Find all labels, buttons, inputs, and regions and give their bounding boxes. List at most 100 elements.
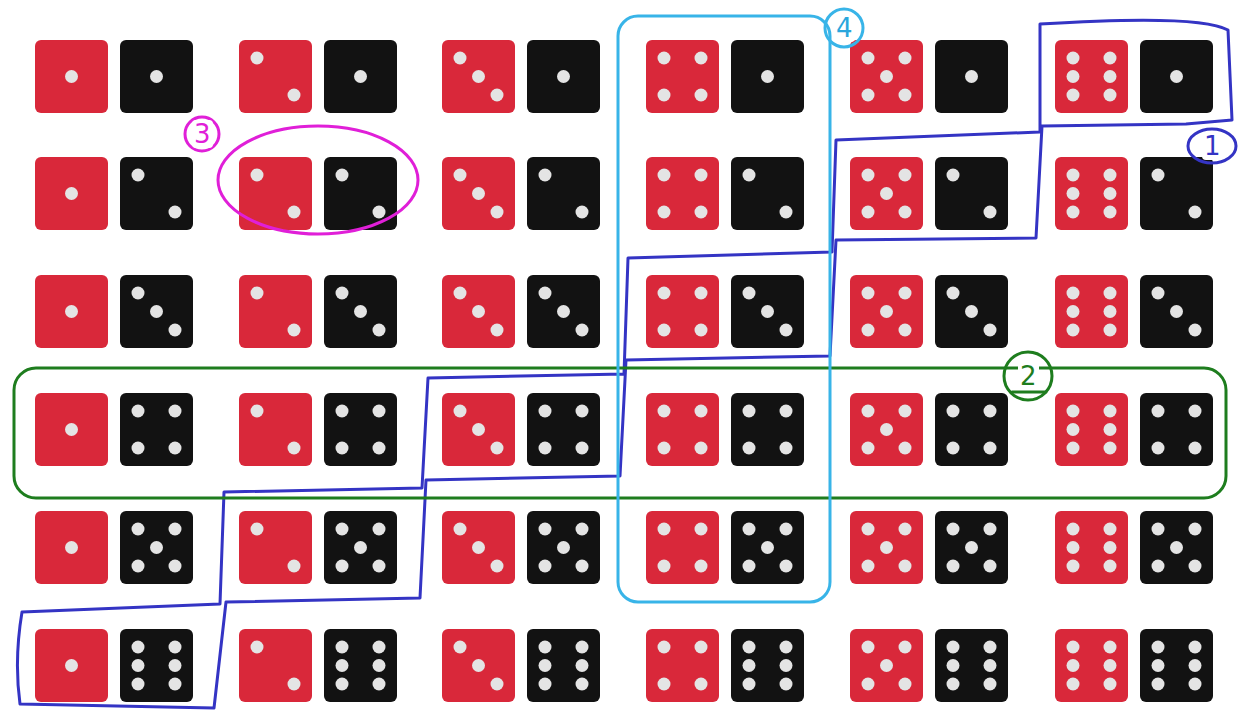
die-pip bbox=[132, 169, 145, 182]
black-die bbox=[935, 40, 1008, 113]
die-pip bbox=[169, 206, 182, 219]
die-pip bbox=[695, 641, 708, 654]
die-pip bbox=[780, 324, 793, 337]
die-pip bbox=[251, 405, 264, 418]
die-pip bbox=[984, 641, 997, 654]
die-pip bbox=[472, 187, 485, 200]
die-pip bbox=[169, 560, 182, 573]
black-die bbox=[527, 511, 600, 584]
die-pip bbox=[1152, 287, 1165, 300]
die-pip bbox=[899, 206, 912, 219]
red-die bbox=[239, 511, 312, 584]
die-pip bbox=[169, 641, 182, 654]
die-pip bbox=[539, 659, 552, 672]
die-pip bbox=[1170, 70, 1183, 83]
black-die bbox=[324, 629, 397, 702]
die-pip bbox=[539, 523, 552, 536]
die-pip bbox=[1067, 206, 1080, 219]
die-pip bbox=[576, 442, 589, 455]
die-pip bbox=[288, 560, 301, 573]
die-pip bbox=[862, 206, 875, 219]
die-pip bbox=[169, 678, 182, 691]
black-die bbox=[120, 40, 193, 113]
die-pip bbox=[1189, 560, 1202, 573]
die-pip bbox=[947, 560, 960, 573]
die-pip bbox=[373, 442, 386, 455]
red-die bbox=[35, 275, 108, 348]
die-pip bbox=[780, 442, 793, 455]
die-pip bbox=[761, 541, 774, 554]
die-pip bbox=[899, 89, 912, 102]
red-die bbox=[1055, 275, 1128, 348]
die-pip bbox=[1152, 560, 1165, 573]
die-pip bbox=[743, 287, 756, 300]
die-pip bbox=[1104, 305, 1117, 318]
die-pip bbox=[1104, 187, 1117, 200]
callout-underline bbox=[1012, 391, 1046, 394]
die-pip bbox=[65, 541, 78, 554]
die-pip bbox=[658, 169, 671, 182]
black-die bbox=[120, 157, 193, 230]
die-pip bbox=[780, 641, 793, 654]
die-pip bbox=[1067, 89, 1080, 102]
die-pip bbox=[1067, 560, 1080, 573]
die-pip bbox=[658, 89, 671, 102]
die-pip bbox=[695, 287, 708, 300]
die-pip bbox=[472, 541, 485, 554]
die-pip bbox=[169, 405, 182, 418]
die-pip bbox=[947, 678, 960, 691]
black-die bbox=[527, 157, 600, 230]
die-pip bbox=[1170, 305, 1183, 318]
die-pip bbox=[65, 70, 78, 83]
black-die bbox=[324, 393, 397, 466]
die-pip bbox=[743, 405, 756, 418]
die-pip bbox=[658, 287, 671, 300]
die-pip bbox=[780, 405, 793, 418]
red-die bbox=[35, 393, 108, 466]
black-die bbox=[731, 275, 804, 348]
die-pip bbox=[1152, 641, 1165, 654]
die-pip bbox=[1067, 523, 1080, 536]
black-die bbox=[527, 629, 600, 702]
die-pip bbox=[780, 659, 793, 672]
die-pip bbox=[132, 560, 145, 573]
die-pip bbox=[373, 405, 386, 418]
die-pip bbox=[1104, 89, 1117, 102]
die-pip bbox=[251, 52, 264, 65]
die-pip bbox=[899, 560, 912, 573]
die-pip bbox=[984, 405, 997, 418]
die-pip bbox=[1104, 641, 1117, 654]
die-pip bbox=[1104, 405, 1117, 418]
row-four-outline bbox=[14, 368, 1226, 498]
red-die bbox=[646, 157, 719, 230]
die-pip bbox=[1067, 641, 1080, 654]
die-pip bbox=[658, 560, 671, 573]
die-pip bbox=[454, 523, 467, 536]
red-die bbox=[35, 40, 108, 113]
die-pip bbox=[491, 442, 504, 455]
die-pip bbox=[132, 678, 145, 691]
black-die bbox=[324, 511, 397, 584]
callout-ring bbox=[185, 117, 219, 151]
die-pip bbox=[947, 287, 960, 300]
die-pip bbox=[251, 287, 264, 300]
die-pip bbox=[251, 169, 264, 182]
die-pip bbox=[288, 206, 301, 219]
die-pip bbox=[454, 287, 467, 300]
die-pip bbox=[947, 405, 960, 418]
die-pip bbox=[132, 659, 145, 672]
die-pip bbox=[984, 678, 997, 691]
red-die bbox=[239, 393, 312, 466]
sum-seven-outline bbox=[17, 20, 1232, 708]
die-pip bbox=[576, 523, 589, 536]
die-pip bbox=[984, 659, 997, 672]
red-die bbox=[239, 40, 312, 113]
callout-number: 4 bbox=[834, 14, 855, 42]
die-pip bbox=[539, 678, 552, 691]
die-pip bbox=[251, 641, 264, 654]
die-pip bbox=[1152, 405, 1165, 418]
red-die bbox=[442, 275, 515, 348]
die-pip bbox=[695, 523, 708, 536]
die-pip bbox=[965, 541, 978, 554]
die-pip bbox=[169, 442, 182, 455]
